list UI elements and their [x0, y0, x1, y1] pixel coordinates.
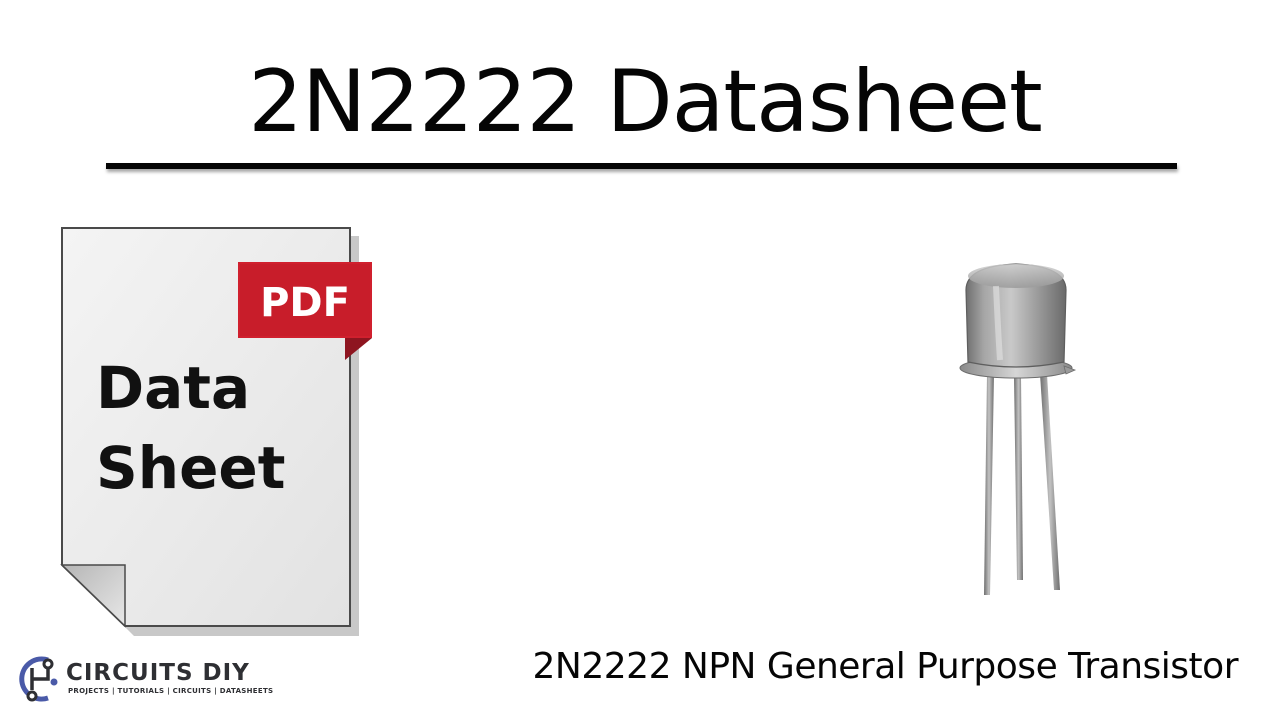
- logo-name-suffix: DIY: [202, 660, 250, 686]
- pdf-badge-label: PDF: [260, 280, 350, 326]
- circuit-logo-icon: [18, 652, 70, 706]
- logo-tagline: PROJECTS | TUTORIALS | CIRCUITS | DATASH…: [68, 687, 274, 695]
- doc-label-line1: Data: [96, 354, 250, 422]
- pdf-datasheet-icon: PDF Data Sheet: [40, 220, 390, 640]
- doc-label-line2: Sheet: [96, 434, 285, 502]
- transistor-photo: [940, 250, 1090, 610]
- image-caption: 2N2222 NPN General Purpose Transistor: [532, 646, 1239, 687]
- logo-name-main: CIRCUITS: [66, 660, 194, 686]
- page-title: 2N2222 Datasheet: [248, 52, 1042, 152]
- logo-wordmark: CIRCUITS DIY: [66, 660, 250, 686]
- title-divider: [106, 163, 1177, 169]
- circuits-diy-logo[interactable]: CIRCUITS DIY PROJECTS | TUTORIALS | CIRC…: [18, 652, 278, 708]
